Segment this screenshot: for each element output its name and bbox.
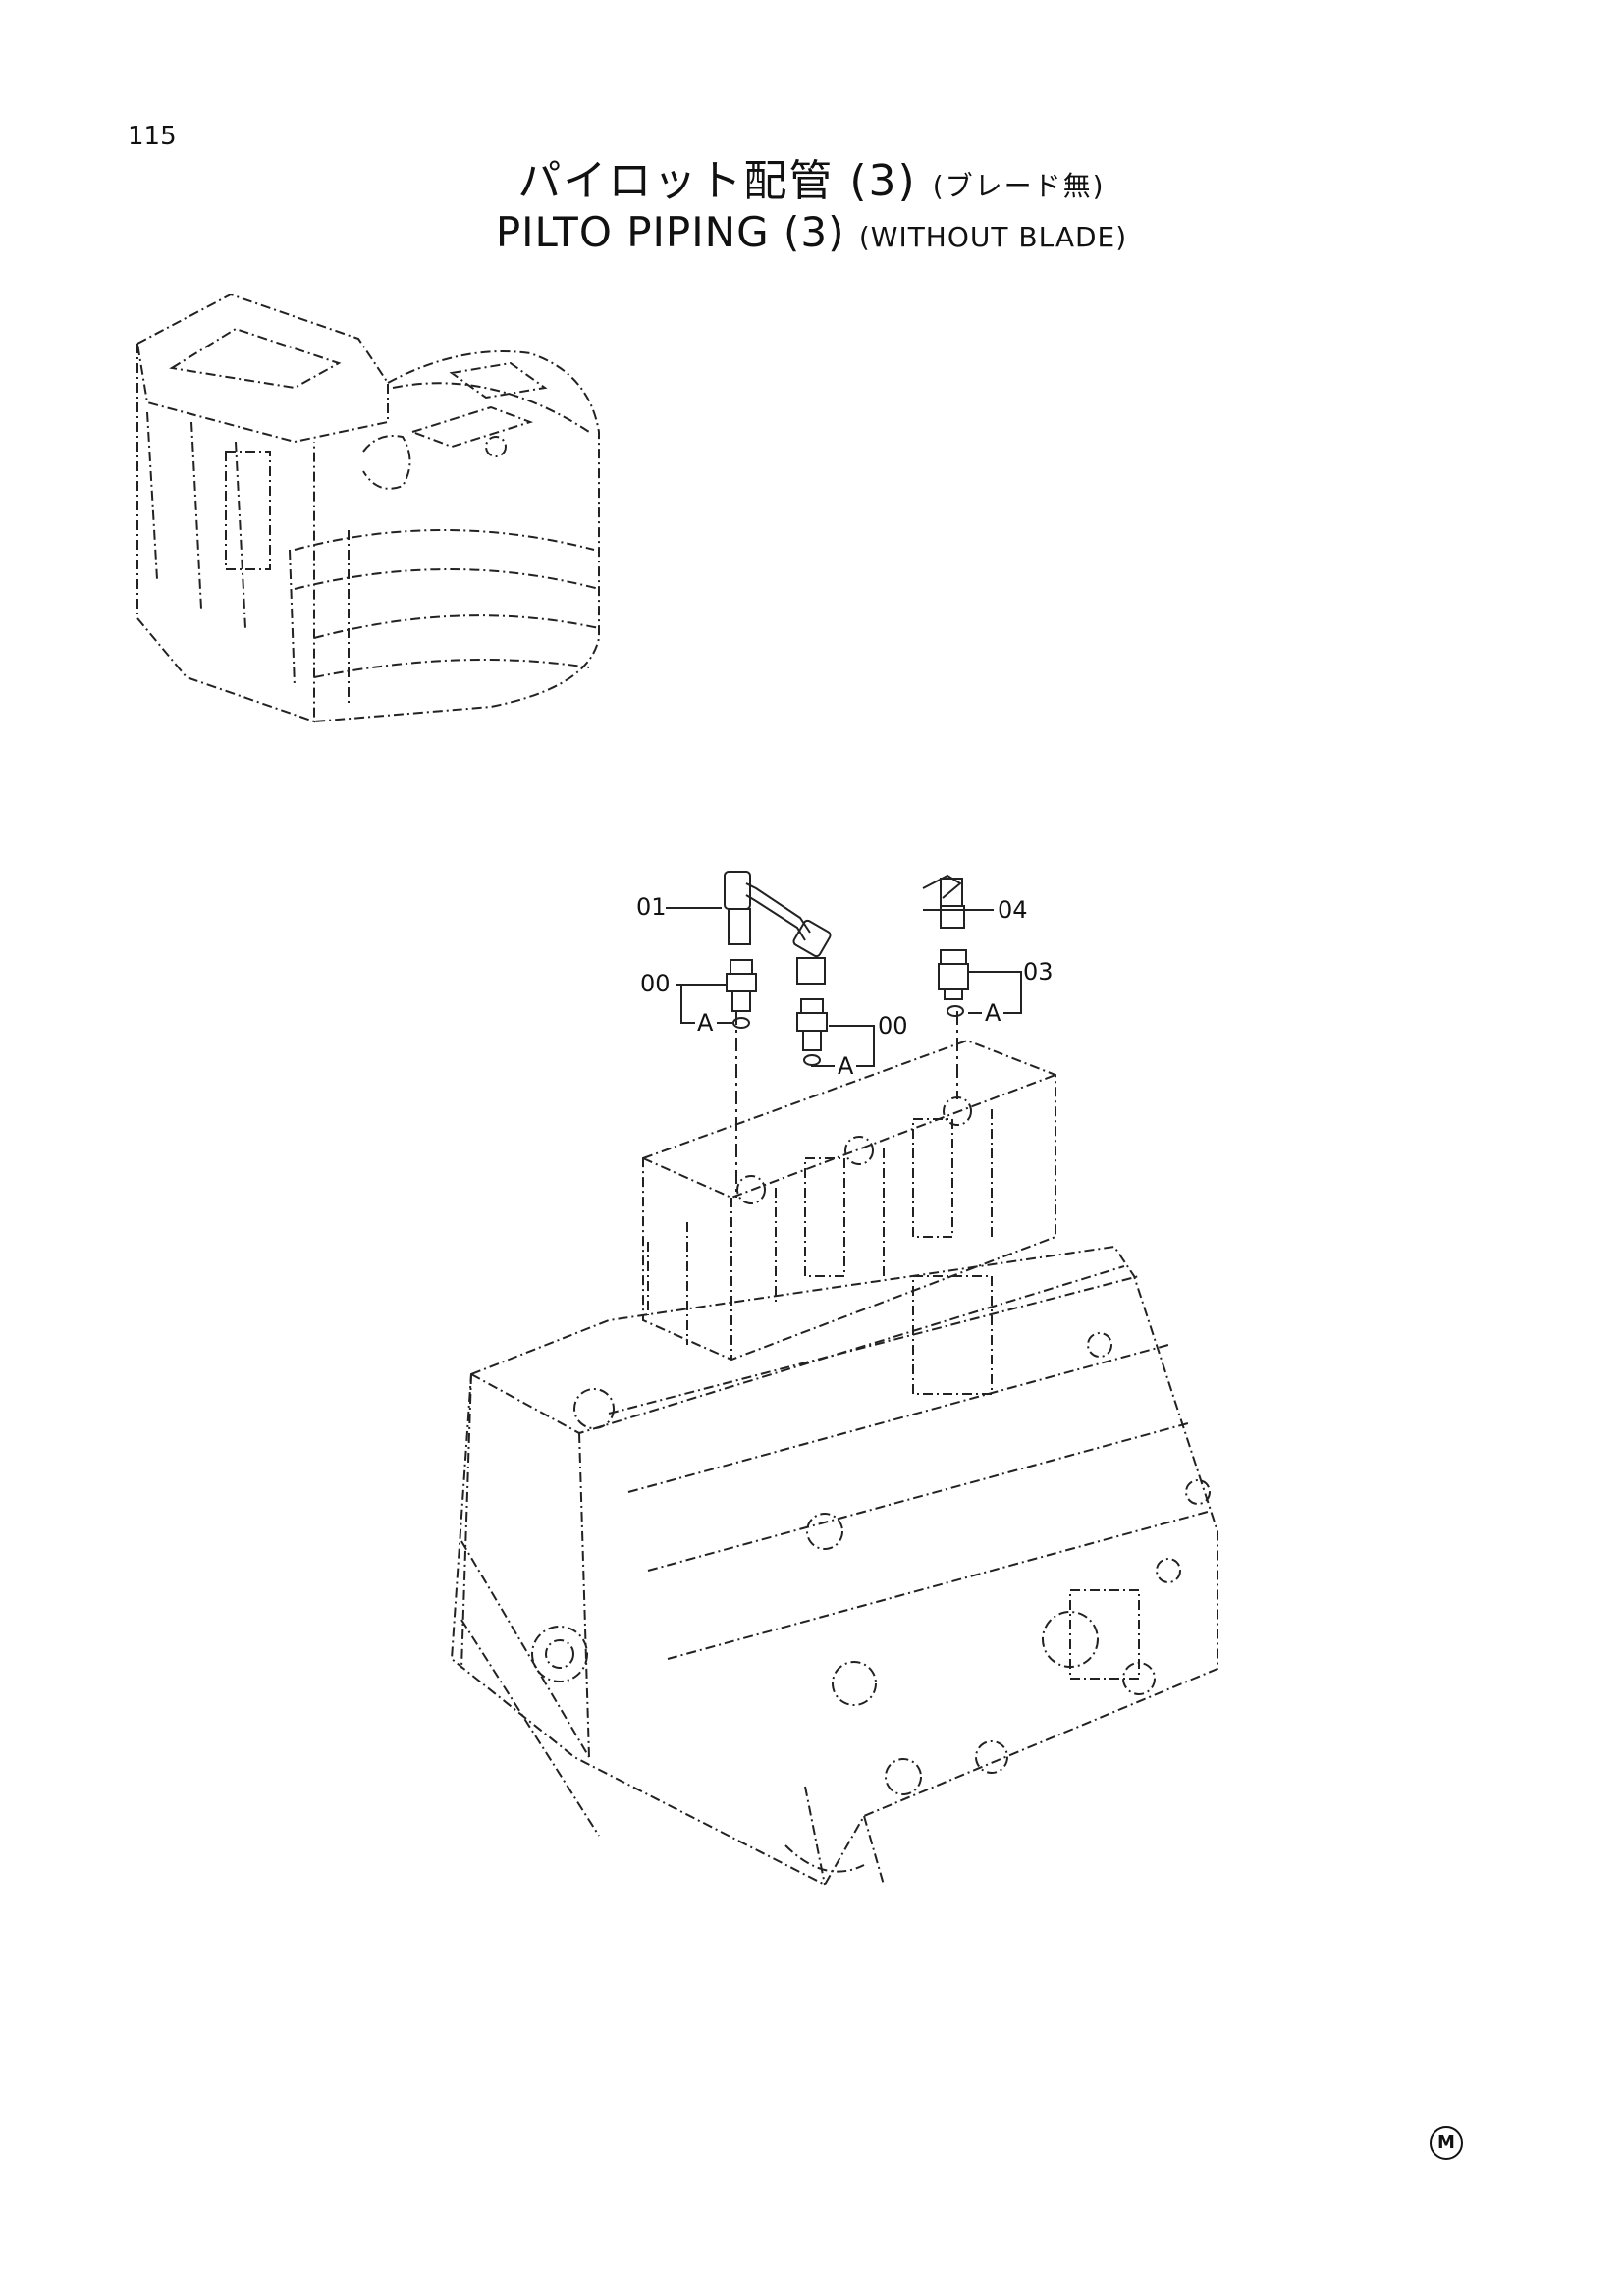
title-japanese: パイロット配管 (3) (ブレード無)	[0, 145, 1623, 208]
page-number: 115	[128, 122, 177, 151]
title-english-sub: (WITHOUT BLADE)	[858, 221, 1128, 253]
title-japanese-sub: (ブレード無)	[932, 170, 1106, 202]
adapter-00-mid	[796, 998, 828, 1066]
fittings	[666, 871, 1022, 1067]
title-english: PILTO PIPING (3) (WITHOUT BLADE)	[0, 208, 1623, 256]
elbow-fitting-04	[922, 874, 965, 929]
check-valve-03	[938, 949, 969, 1017]
section-label-a-right: A	[985, 999, 1001, 1027]
pipe-fitting-01	[724, 871, 832, 985]
callout-00-mid: 00	[878, 1012, 908, 1040]
section-label-a-left: A	[697, 1009, 714, 1037]
title-english-main: PILTO PIPING (3)	[495, 208, 845, 256]
callout-04: 04	[998, 896, 1028, 924]
callout-03: 03	[1023, 958, 1054, 986]
callout-00-left: 00	[640, 970, 671, 997]
callout-01: 01	[636, 893, 667, 921]
adapter-00-left	[726, 959, 757, 1029]
control-valve-assembly	[450, 1039, 1218, 1887]
corner-m-mark: M	[1430, 2126, 1463, 2160]
section-label-a-mid: A	[838, 1052, 854, 1080]
title-japanese-main: パイロット配管 (3)	[517, 156, 917, 206]
excavator-locator-view	[135, 293, 600, 723]
